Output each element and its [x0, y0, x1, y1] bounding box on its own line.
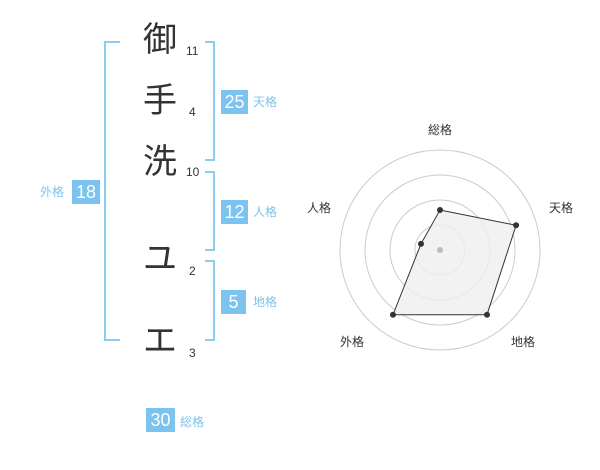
radar-point-2	[484, 311, 491, 318]
radar-label-jinkaku: 人格	[307, 201, 332, 215]
stroke-count-3: 10	[186, 165, 200, 179]
name-char-4: ユ	[143, 239, 177, 279]
chikaku-label: 地格	[253, 295, 278, 309]
jinkaku-label: 人格	[253, 205, 278, 219]
gaikaku-bracket	[104, 41, 120, 341]
stroke-count-4: 2	[189, 264, 196, 278]
name-char-2: 手	[143, 81, 177, 121]
radar-label-soukaku: 総格	[428, 123, 453, 137]
chikaku-value-badge: 5	[221, 290, 246, 314]
tenkaku-value-badge: 25	[221, 90, 248, 114]
name-char-3: 洗	[143, 142, 177, 182]
radar-point-1	[513, 222, 520, 229]
tenkaku-label: 天格	[253, 95, 278, 109]
stroke-count-1: 11	[186, 44, 199, 58]
radar-center-dot	[437, 247, 443, 253]
radar-point-3	[389, 311, 396, 318]
radar-label-chikaku: 地格	[511, 335, 536, 349]
chikaku-bracket	[205, 260, 215, 341]
radar-label-gaikaku: 外格	[340, 335, 365, 349]
tenkaku-bracket	[205, 41, 215, 161]
jinkaku-bracket	[205, 171, 215, 251]
gaikaku-label: 外格	[40, 185, 65, 199]
radar-point-0	[437, 207, 443, 213]
stroke-count-5: 3	[189, 346, 196, 360]
radar-polygon	[392, 209, 517, 316]
radar-ring-4	[339, 149, 541, 351]
stroke-count-2: 4	[189, 105, 196, 119]
radar-ring-3	[364, 174, 516, 326]
soukaku-value-badge: 30	[146, 408, 175, 432]
jinkaku-value-badge: 12	[221, 200, 248, 224]
radar-chart	[339, 149, 541, 351]
radar-label-tenkaku: 天格	[549, 201, 574, 215]
name-char-1: 御	[143, 20, 177, 60]
radar-point-4	[417, 240, 424, 247]
soukaku-label: 総格	[180, 415, 205, 429]
name-char-5: エ	[143, 321, 177, 361]
gaikaku-value-badge: 18	[72, 180, 100, 204]
